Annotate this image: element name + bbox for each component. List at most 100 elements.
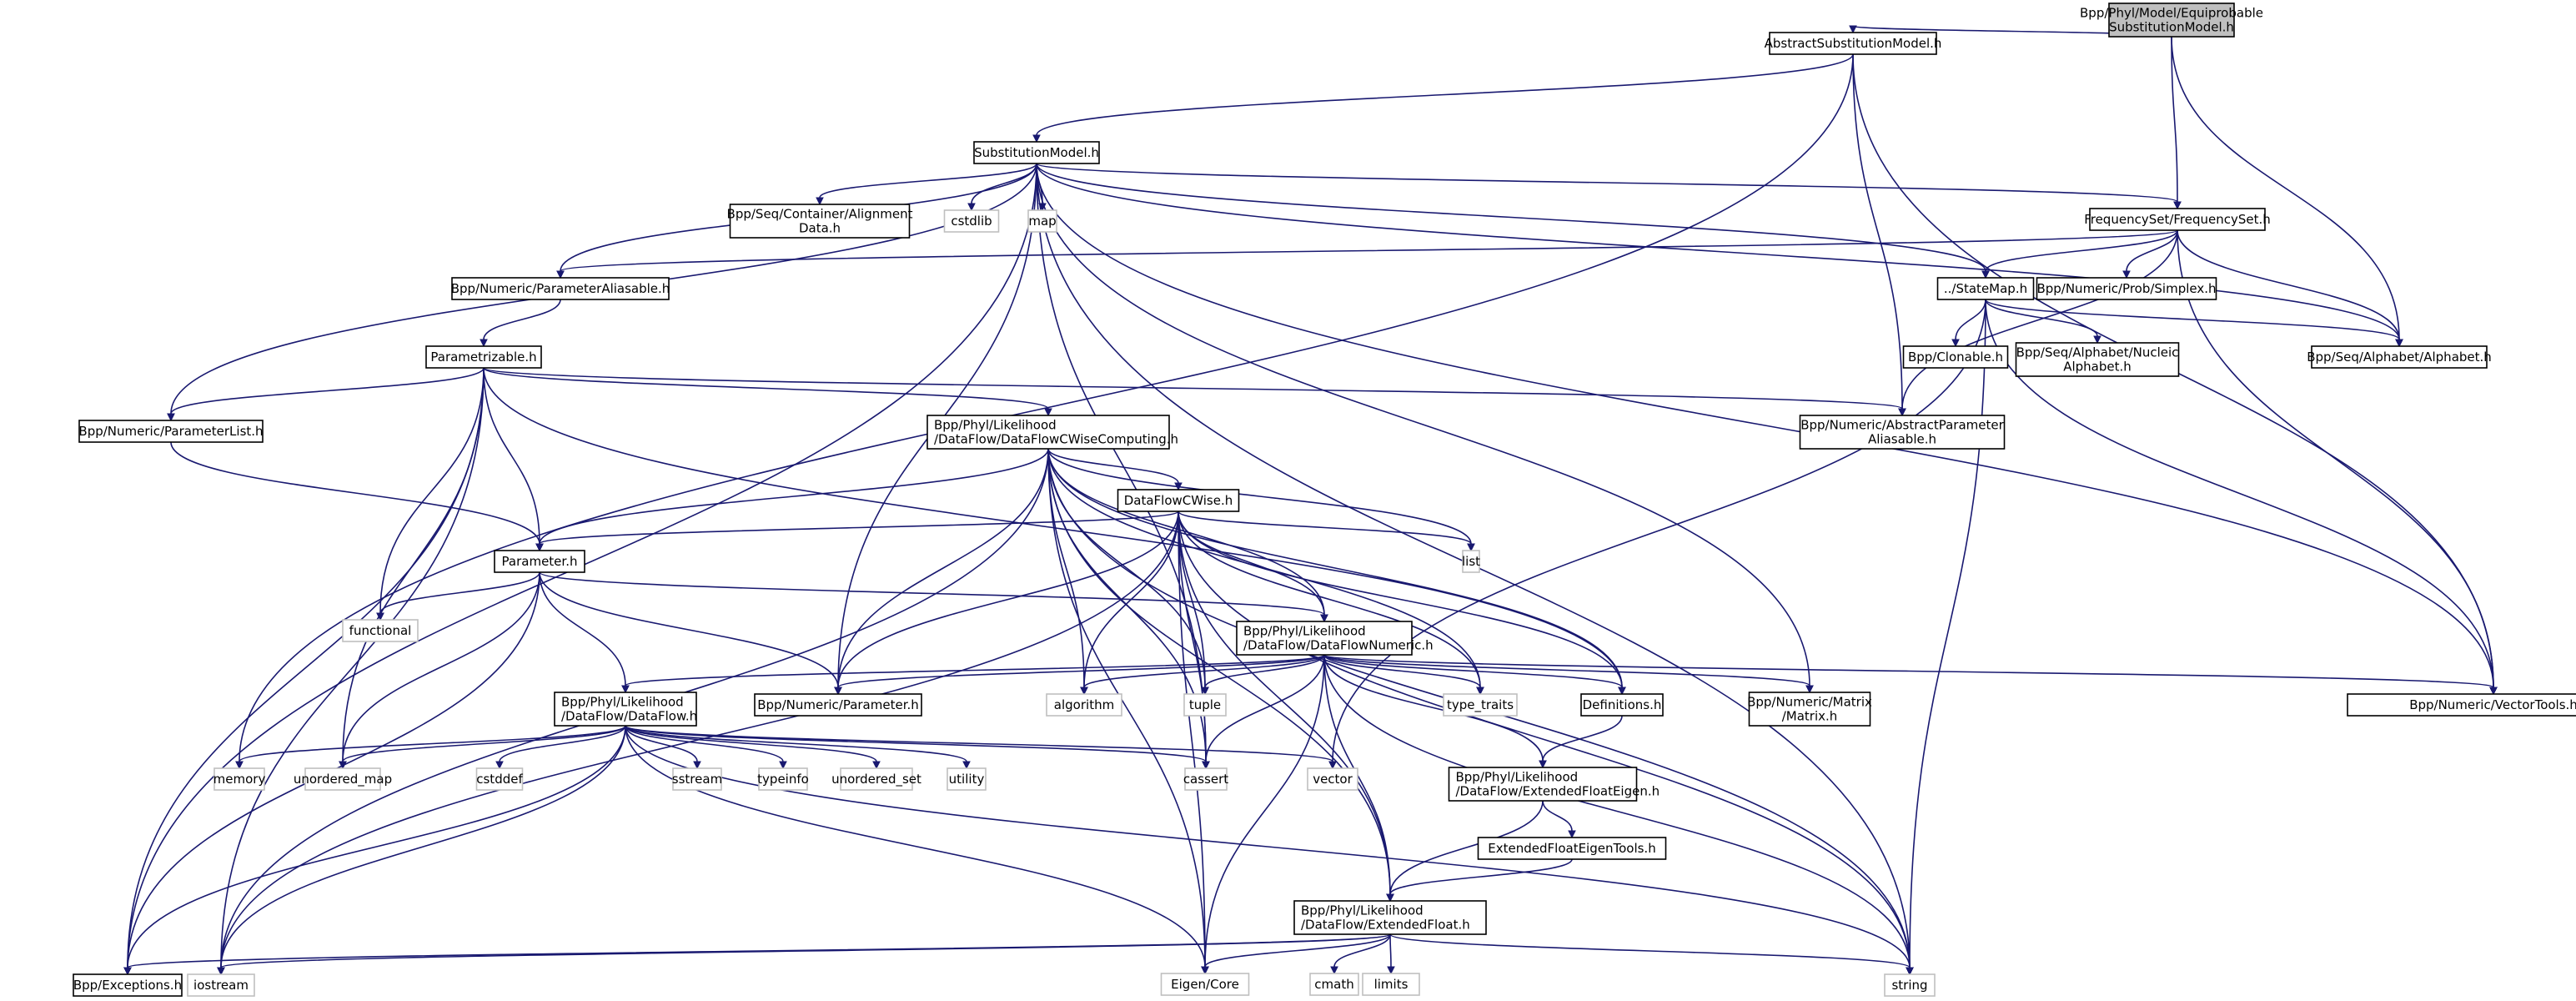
node-box: [1884, 973, 1936, 997]
edge-sm-to-vectortools: [1036, 163, 2498, 696]
node-box: [729, 204, 911, 239]
edge-line: [1204, 654, 1325, 688]
node-simplex[interactable]: Bpp/Numeric/Prob/Simplex.h: [2036, 277, 2217, 300]
node-extfloat[interactable]: Bpp/Phyl/Likelihood/DataFlow/ExtendedFlo…: [1293, 900, 1487, 935]
node-abssm[interactable]: AbstractSubstitutionModel.h: [1765, 32, 1942, 55]
edge-dfnumeric-to-tuple: [1201, 654, 1325, 696]
node-box: [1307, 767, 1358, 791]
edge-parametrizable-to-exceptions: [123, 367, 485, 976]
node-label: functional: [349, 623, 412, 638]
edge-line: [539, 511, 1179, 545]
node-paramlist[interactable]: Bpp/Numeric/ParameterList.h: [78, 420, 264, 443]
node-label: memory: [213, 772, 266, 787]
edge-extfloat-to-exceptions: [123, 933, 1391, 976]
node-statemap[interactable]: ../StateMap.h: [1936, 277, 2035, 300]
node-label: SubstitutionModel.h: [2109, 20, 2234, 35]
edge-line: [539, 448, 1049, 545]
arrowhead-icon: [376, 612, 384, 621]
node-dfnumeric[interactable]: Bpp/Phyl/Likelihood/DataFlow/DataFlowNum…: [1236, 621, 1434, 656]
edge-extfloat-to-string: [1389, 933, 1914, 976]
node-sm[interactable]: SubstitutionModel.h: [973, 141, 1100, 164]
edge-root-to-freqset: [2171, 36, 2182, 210]
edge-line: [1542, 715, 1623, 762]
arrowhead-icon: [495, 761, 504, 770]
node-label: Bpp/Clonable.h: [1908, 350, 2003, 365]
edge-dfcwise-to-list: [1178, 511, 1475, 552]
edge-line: [220, 725, 626, 968]
edge-line: [1047, 448, 1206, 688]
edge-line: [2126, 229, 2178, 272]
edge-line: [1047, 448, 1325, 616]
node-label: limits: [1374, 977, 1409, 992]
node-definitions[interactable]: Definitions.h: [1580, 693, 1664, 717]
edge-line: [2177, 229, 2494, 688]
arrowhead-icon: [1387, 966, 1395, 975]
arrowhead-icon: [1618, 687, 1626, 696]
node-box: [1448, 767, 1638, 802]
node-dfcwc[interactable]: Bpp/Phyl/Likelihood/DataFlow/DataFlowCWi…: [926, 415, 1178, 450]
arrowhead-icon: [1328, 761, 1337, 770]
node-box: [1293, 900, 1487, 935]
edge-freqset-to-paramaliasable: [556, 229, 2178, 279]
node-string: string: [1884, 973, 1936, 997]
node-numparam[interactable]: Bpp/Numeric/Parameter.h: [754, 693, 922, 717]
nodes-layer: Bpp/Phyl/Model/EquiprobableSubstitutionM…: [73, 3, 2576, 997]
arrowhead-icon: [1906, 967, 1914, 976]
edge-line: [1036, 163, 1986, 272]
node-clonable[interactable]: Bpp/Clonable.h: [1902, 345, 2009, 369]
edge-line: [1323, 654, 1544, 762]
edge-statemap-to-alphabet: [1985, 299, 2403, 348]
node-utility: utility: [947, 767, 987, 791]
node-label: algorithm: [1054, 697, 1114, 712]
edge-line: [379, 367, 485, 614]
edge-statemap-to-clonable: [1951, 299, 1986, 348]
node-label: sstream: [672, 772, 722, 787]
node-label: unordered_map: [294, 772, 392, 787]
edge-line: [1036, 163, 2178, 203]
arrowhead-icon: [480, 339, 488, 348]
edge-dataflow-to-cstddef: [495, 725, 626, 770]
node-parameter[interactable]: Parameter.h: [494, 550, 585, 573]
node-matrix[interactable]: Bpp/Numeric/Matrix/Matrix.h: [1747, 692, 1872, 727]
edge-line: [1047, 448, 1472, 545]
node-freqset[interactable]: FrequencySet/FrequencySet.h: [2084, 208, 2271, 231]
arrowhead-icon: [2093, 335, 2101, 345]
node-list: list: [1462, 550, 1480, 573]
edge-line: [1036, 163, 1207, 762]
node-eigencore: Eigen/Core: [1160, 973, 1250, 996]
node-parametrizable[interactable]: Parametrizable.h: [425, 345, 542, 369]
node-label: Aliasable.h: [1868, 432, 1936, 447]
arrowhead-icon: [872, 761, 881, 770]
node-label: Bpp/Numeric/Prob/Simplex.h: [2036, 281, 2216, 296]
node-label: /DataFlow/DataFlowCWiseComputing.h: [934, 432, 1178, 447]
node-exceptions[interactable]: Bpp/Exceptions.h: [73, 973, 183, 997]
node-box: [1362, 973, 1420, 996]
node-paramaliasable[interactable]: Bpp/Numeric/ParameterAliasable.h: [451, 277, 670, 300]
arrowhead-icon: [1805, 685, 1814, 694]
edge-line: [560, 229, 2178, 272]
node-box: [304, 767, 381, 791]
node-box: [187, 973, 255, 997]
edge-line: [1036, 163, 2400, 340]
node-box: [1160, 973, 1250, 996]
node-label: FrequencySet/FrequencySet.h: [2084, 212, 2271, 227]
node-efeigentools[interactable]: ExtendedFloatEigenTools.h: [1477, 837, 1667, 860]
edge-line: [625, 725, 1207, 762]
edge-parameter-to-unorderedmap: [339, 571, 540, 770]
edge-line: [1985, 299, 2400, 340]
edge-line: [170, 441, 540, 545]
edge-dfnumeric-to-definitions: [1323, 654, 1626, 696]
edge-line: [1323, 654, 1911, 968]
node-root[interactable]: Bpp/Phyl/Model/EquiprobableSubstitutionM…: [2080, 3, 2263, 38]
node-dfcwise[interactable]: DataFlowCWise.h: [1117, 489, 1240, 512]
node-dataflow[interactable]: Bpp/Phyl/Likelihood/DataFlow/DataFlow.h: [554, 692, 697, 727]
node-vectortools[interactable]: Bpp/Numeric/VectorTools.h: [2347, 693, 2576, 717]
edge-line: [1204, 933, 1391, 968]
node-efeigen[interactable]: Bpp/Phyl/Likelihood/DataFlow/ExtendedFlo…: [1448, 767, 1660, 802]
node-typeinfo: typeinfo: [757, 767, 809, 791]
edge-line: [1178, 511, 1472, 545]
node-alphabet[interactable]: Bpp/Seq/Alphabet/Alphabet.h: [2307, 345, 2492, 369]
